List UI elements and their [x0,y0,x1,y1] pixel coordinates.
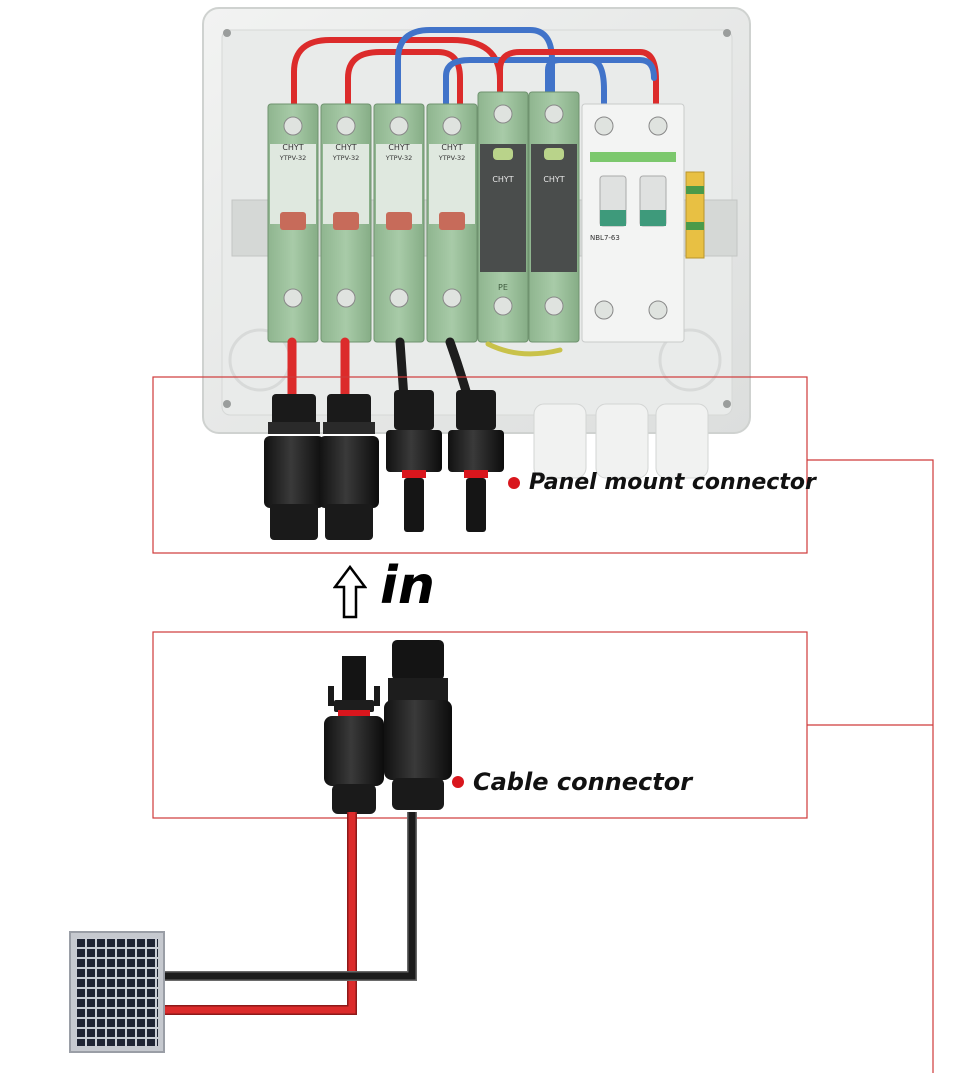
red-dot-icon [508,476,520,489]
panel-connector-male [386,390,442,532]
fuse-holder [426,103,478,343]
red-dot-icon [452,776,464,788]
solar-panel [69,931,165,1053]
callout-frames [152,376,934,1073]
spd-brand-label: CHYT [543,175,564,184]
fuse-brand-label: CHYT [335,143,356,152]
panel-mount-connectors [264,390,709,540]
fuse-holders: CHYT YTPV-32 CHYT YTPV-32 CHYT YTPV-32 C… [267,103,478,343]
leader-line [807,459,934,1073]
fuse-model-label: YTPV-32 [385,154,413,162]
fuse-model-label: YTPV-32 [332,154,360,162]
panel-connector-frame [152,376,808,554]
fuse-model-label: YTPV-32 [279,154,307,162]
fuse-holder [320,103,372,343]
cable-callout: Cable connector [452,768,692,796]
panel-leads [162,812,417,1015]
panel-connector-female [319,394,379,540]
top-wiring [291,27,659,111]
cable-connector-label: Cable connector [473,768,693,796]
cable-connector-male [324,656,384,814]
breaker-model-label: NBL7-63 [590,234,620,242]
panel-mount-label: Panel mount connector [529,470,816,495]
fuse-brand-label: CHYT [282,143,303,152]
surge-protectors: CHYT CHYT PE [477,91,580,343]
cable-connectors [324,640,452,814]
direction-label: in [380,556,435,616]
spd-ground-label: PE [498,283,508,292]
earth-terminal [685,171,705,259]
internal-cables [287,337,563,403]
fuse-brand-label: CHYT [388,143,409,152]
spd-brand-label: CHYT [492,175,513,184]
cable-glands [533,403,709,479]
fuse-holder [267,103,319,343]
up-outline-arrow-icon [333,565,367,619]
panel-mount-callout: Panel mount connector [508,470,816,495]
panel-connector-male [448,390,504,532]
circuit-breaker: NBL7-63 [581,103,685,343]
cable-connector-female [384,640,452,810]
fuse-model-label: YTPV-32 [438,154,466,162]
panel-connector-female [264,394,324,540]
fuse-holder [373,103,425,343]
fuse-brand-label: CHYT [441,143,462,152]
